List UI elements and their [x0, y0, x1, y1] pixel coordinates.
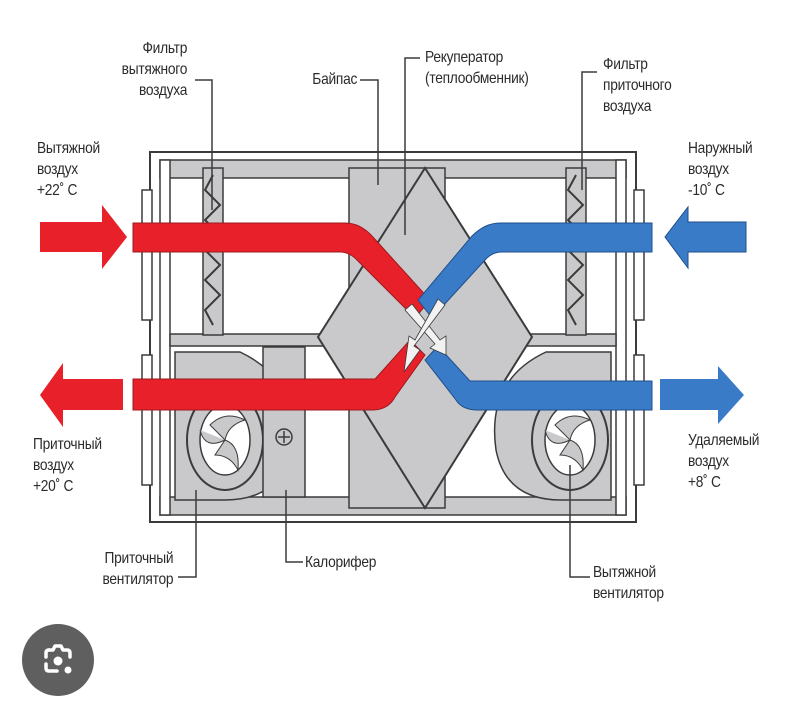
label-line: воздух	[33, 457, 74, 474]
leader-lines	[178, 57, 597, 578]
temperature-supply-out: +20˚ C	[33, 478, 74, 495]
label-exhaust-filter: Фильтр вытяжного воздуха	[121, 38, 188, 101]
label-exhaust-fan: Вытяжной вентилятор	[593, 562, 664, 604]
exchange-arrows	[403, 298, 447, 373]
label-line: Приточный	[33, 436, 102, 453]
label-bypass: Байпас	[312, 69, 357, 90]
arrow-outdoor-in	[664, 205, 747, 270]
label-heater: Калорифер	[305, 552, 376, 573]
label-supply-filter: Фильтр приточного воздуха	[603, 54, 672, 117]
label-line: Фильтр	[142, 40, 187, 57]
arrow-discharge-out	[660, 366, 744, 424]
label-line: воздух	[37, 161, 78, 178]
label-line: Приточный	[104, 550, 173, 567]
google-lens-icon	[44, 644, 72, 674]
label-line: Калорифер	[305, 554, 377, 571]
label-supply-fan: Приточный вентилятор	[102, 548, 173, 590]
label-line: Вытяжной	[37, 140, 100, 157]
arrow-exhaust-in	[40, 205, 127, 269]
label-line: Рекуператор	[425, 49, 504, 66]
label-line: вентилятор	[102, 571, 173, 588]
label-line: Байпас	[312, 71, 357, 88]
label-discharge-out: Удаляемый воздух +8˚ C	[688, 430, 759, 493]
label-outdoor-in: Наружный воздух -10˚ C	[688, 138, 753, 201]
label-supply-out: Приточный воздух +20˚ C	[33, 434, 102, 497]
arrow-supply-out	[40, 363, 123, 427]
google-lens-button[interactable]	[22, 624, 94, 696]
label-line: Фильтр	[603, 56, 648, 73]
label-line: воздух	[688, 453, 729, 470]
label-line: вентилятор	[593, 585, 664, 602]
label-line: (теплообменник)	[425, 70, 529, 87]
temperature-exhaust-in: +22˚ C	[37, 182, 78, 199]
label-line: Удаляемый	[688, 432, 760, 449]
label-exhaust-in: Вытяжной воздух +22˚ C	[37, 138, 100, 201]
label-line: Наружный	[688, 140, 753, 157]
label-recuperator: Рекуператор (теплообменник)	[425, 47, 529, 89]
label-line: воздуха	[603, 98, 652, 115]
temperature-outdoor-in: -10˚ C	[688, 182, 725, 199]
label-line: приточного	[603, 77, 672, 94]
label-line: Вытяжной	[593, 564, 656, 581]
label-line: вытяжного	[121, 61, 188, 78]
heater	[262, 346, 306, 498]
temperature-discharge-out: +8˚ C	[688, 474, 721, 491]
label-line: воздух	[688, 161, 729, 178]
label-line: воздуха	[138, 82, 187, 99]
